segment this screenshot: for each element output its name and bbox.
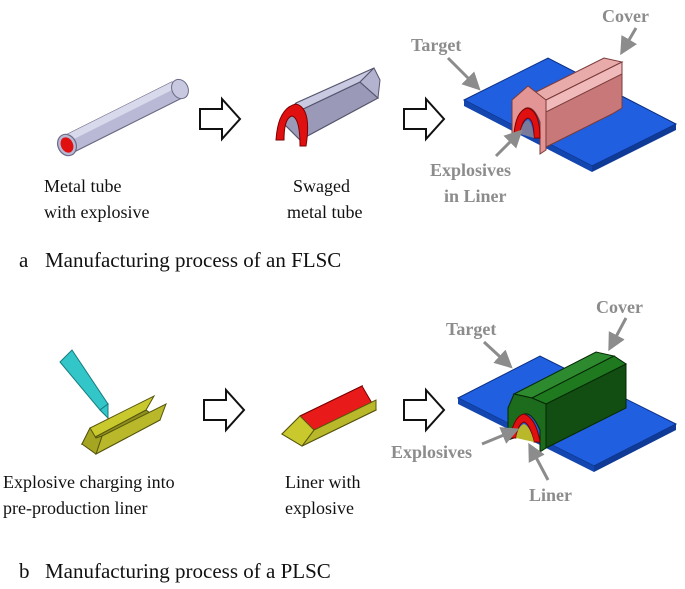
target-callout: Target <box>446 319 496 339</box>
step1-label-line1: Metal tube <box>44 176 121 196</box>
caption-b: Manufacturing process of a PLSC <box>45 559 331 583</box>
explosives-callout-line2: in Liner <box>444 186 507 206</box>
step2-label-line2: explosive <box>285 498 354 518</box>
charging-drawing <box>59 349 167 456</box>
panel-b: Explosive charging into pre-production l… <box>3 297 678 583</box>
process-arrow-icon <box>203 387 246 433</box>
step1-label-line2: with explosive <box>44 202 150 222</box>
panel-a: Metal tube with explosive Swaged metal t… <box>19 6 678 272</box>
explosives-callout-line1: Explosives <box>430 160 511 180</box>
metal-tube-drawing <box>56 78 189 157</box>
step1-label-line1: Explosive charging into <box>3 472 175 492</box>
cover-callout: Cover <box>602 6 649 26</box>
step2-label-line1: Liner with <box>285 472 360 492</box>
step2-label-line1: Swaged <box>293 176 350 196</box>
liner-callout: Liner <box>529 485 572 505</box>
caption-letter-a: a <box>19 248 29 272</box>
process-arrow-icon <box>403 96 446 142</box>
caption-letter-b: b <box>19 559 30 583</box>
plsc-assembly-drawing <box>456 351 678 472</box>
step2-label-line2: metal tube <box>287 202 362 222</box>
liner-with-explosive-drawing <box>280 384 378 447</box>
caption-a: Manufacturing process of an FLSC <box>45 248 341 272</box>
process-arrow-icon <box>403 387 446 433</box>
flsc-assembly-drawing <box>462 57 678 172</box>
explosives-callout: Explosives <box>391 442 472 462</box>
step1-label-line2: pre-production liner <box>3 498 147 518</box>
target-callout: Target <box>411 35 461 55</box>
cover-callout: Cover <box>596 297 643 317</box>
swaged-tube-drawing <box>275 67 381 147</box>
process-arrow-icon <box>199 96 242 142</box>
